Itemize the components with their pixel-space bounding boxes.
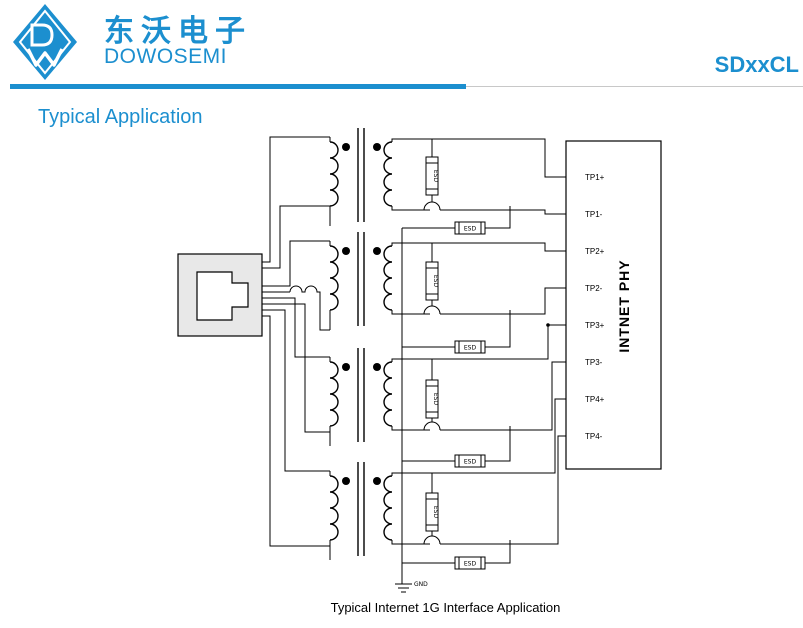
esd-label: ESD [464, 226, 477, 233]
phy-pin-label: TP4+ [585, 395, 605, 404]
esd-diode: ESD [425, 492, 439, 532]
esd-lead [485, 206, 511, 229]
section-title: Typical Application [38, 106, 203, 128]
secondary-winding [383, 475, 393, 541]
esd-label: ESD [464, 345, 477, 352]
esd-diode: ESD [454, 556, 486, 570]
esd-diode: ESD [454, 340, 486, 354]
secondary-lead [391, 242, 430, 246]
esd-label: ESD [432, 275, 439, 288]
esd-lead [485, 426, 511, 462]
phy-pin-label: TP1+ [585, 173, 605, 182]
phy-pin-label: TP4- [585, 432, 603, 441]
part-number: SDxxCL [714, 52, 799, 77]
polarity-dot [342, 363, 350, 371]
rj45-connector [177, 253, 263, 337]
phy-line-tp2p [430, 242, 566, 252]
brand-name-chinese: 东沃电子 [104, 14, 252, 49]
phy-pin-label: TP2- [585, 284, 603, 293]
wire-crossing [423, 201, 441, 211]
esd-diode: ESD [454, 454, 486, 468]
ground-symbol [395, 583, 412, 593]
phy-line-tp1n [440, 209, 566, 215]
esd-diode: ESD [425, 156, 439, 196]
header-divider-grey [466, 86, 803, 87]
secondary-lead [391, 540, 430, 545]
esd-label: ESD [432, 393, 439, 406]
phy-line-tp3p [430, 324, 566, 360]
phy-line-tp4p [430, 398, 566, 474]
rj45-pair-1b [262, 205, 330, 269]
wire-crossing [423, 535, 441, 545]
secondary-lead [391, 426, 430, 431]
phy-line-tp2n [440, 287, 566, 315]
phy-pin-label: TP2+ [585, 247, 605, 256]
polarity-dot [373, 363, 381, 371]
esd-label: ESD [464, 561, 477, 568]
diagram-caption: Typical Internet 1G Interface Applicatio… [0, 600, 803, 615]
polarity-dot [373, 247, 381, 255]
header-divider-blue [10, 84, 466, 89]
esd-lead [485, 540, 511, 564]
rj45-pair-3b [262, 303, 306, 372]
primary-winding [329, 141, 339, 207]
esd-diode: ESD [425, 379, 439, 419]
phy-line-tp3n [440, 361, 566, 431]
esd-lead [485, 310, 511, 348]
esd-label: ESD [432, 506, 439, 519]
esd-diode: ESD [425, 261, 439, 301]
secondary-lead [391, 472, 430, 476]
secondary-winding [383, 245, 393, 311]
esd-diode: ESD [454, 221, 486, 235]
rj45-pair-2a [262, 240, 330, 287]
phy-label: INTNET PHY [616, 259, 632, 352]
rj45-pair-3b [304, 372, 330, 433]
phy-pin-label: TP3+ [585, 321, 605, 330]
polarity-dot [373, 477, 381, 485]
phy-line-tp1p [430, 138, 566, 178]
secondary-lead [391, 138, 430, 142]
junction-dot [546, 323, 550, 327]
phy-line-tp4n [440, 435, 566, 545]
rj45-pair-2b-crossing [289, 285, 330, 331]
secondary-lead [391, 206, 430, 211]
polarity-dot [342, 143, 350, 151]
secondary-winding [383, 141, 393, 207]
ethernet-phy-block [565, 140, 662, 470]
primary-winding [329, 361, 339, 427]
primary-winding [329, 245, 339, 311]
wire-crossing [423, 421, 441, 431]
diagram-caption-text: Typical Internet 1G Interface Applicatio… [330, 600, 561, 615]
rj45-pair-4b [262, 315, 330, 547]
primary-winding [329, 475, 339, 541]
esd-label: ESD [432, 170, 439, 183]
rj45-pair-3a [262, 297, 330, 358]
polarity-dot [342, 477, 350, 485]
dowosemi-logo [13, 4, 77, 80]
secondary-winding [383, 361, 393, 427]
phy-pin-label: TP3- [585, 358, 603, 367]
gnd-label: GND [414, 581, 428, 588]
brand-name-english: DOWOSEMI [104, 45, 227, 68]
phy-pin-label: TP1- [585, 210, 603, 219]
secondary-lead [391, 310, 430, 315]
rj45-pair-1a [262, 136, 330, 263]
polarity-dot [373, 143, 381, 151]
rj45-pair-4a [262, 309, 330, 472]
secondary-lead [391, 358, 430, 362]
esd-label: ESD [464, 459, 477, 466]
polarity-dot [342, 247, 350, 255]
wire-crossing [423, 305, 441, 315]
